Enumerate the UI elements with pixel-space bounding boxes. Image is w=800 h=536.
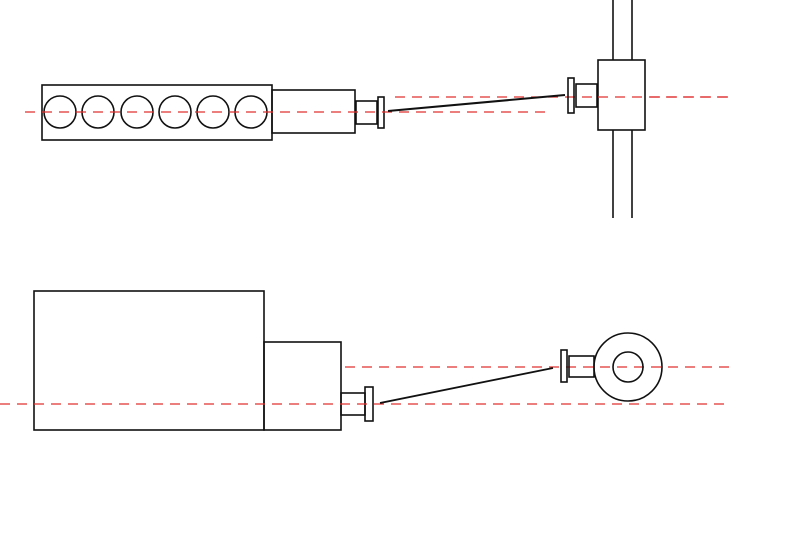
axle-housing: [593, 332, 663, 402]
driveshaft: [387, 94, 566, 112]
axle-shaft: [612, 351, 644, 383]
cylinder: [158, 95, 192, 129]
transmission: [263, 341, 342, 431]
driveshaft: [379, 367, 554, 404]
pinion-flange: [567, 77, 575, 114]
top-view: [25, 0, 730, 218]
pinion-flange: [560, 349, 568, 383]
pinion-shaft: [575, 83, 598, 108]
differential-housing: [597, 59, 646, 131]
side-view: [0, 290, 730, 431]
engine-block: [33, 290, 265, 431]
